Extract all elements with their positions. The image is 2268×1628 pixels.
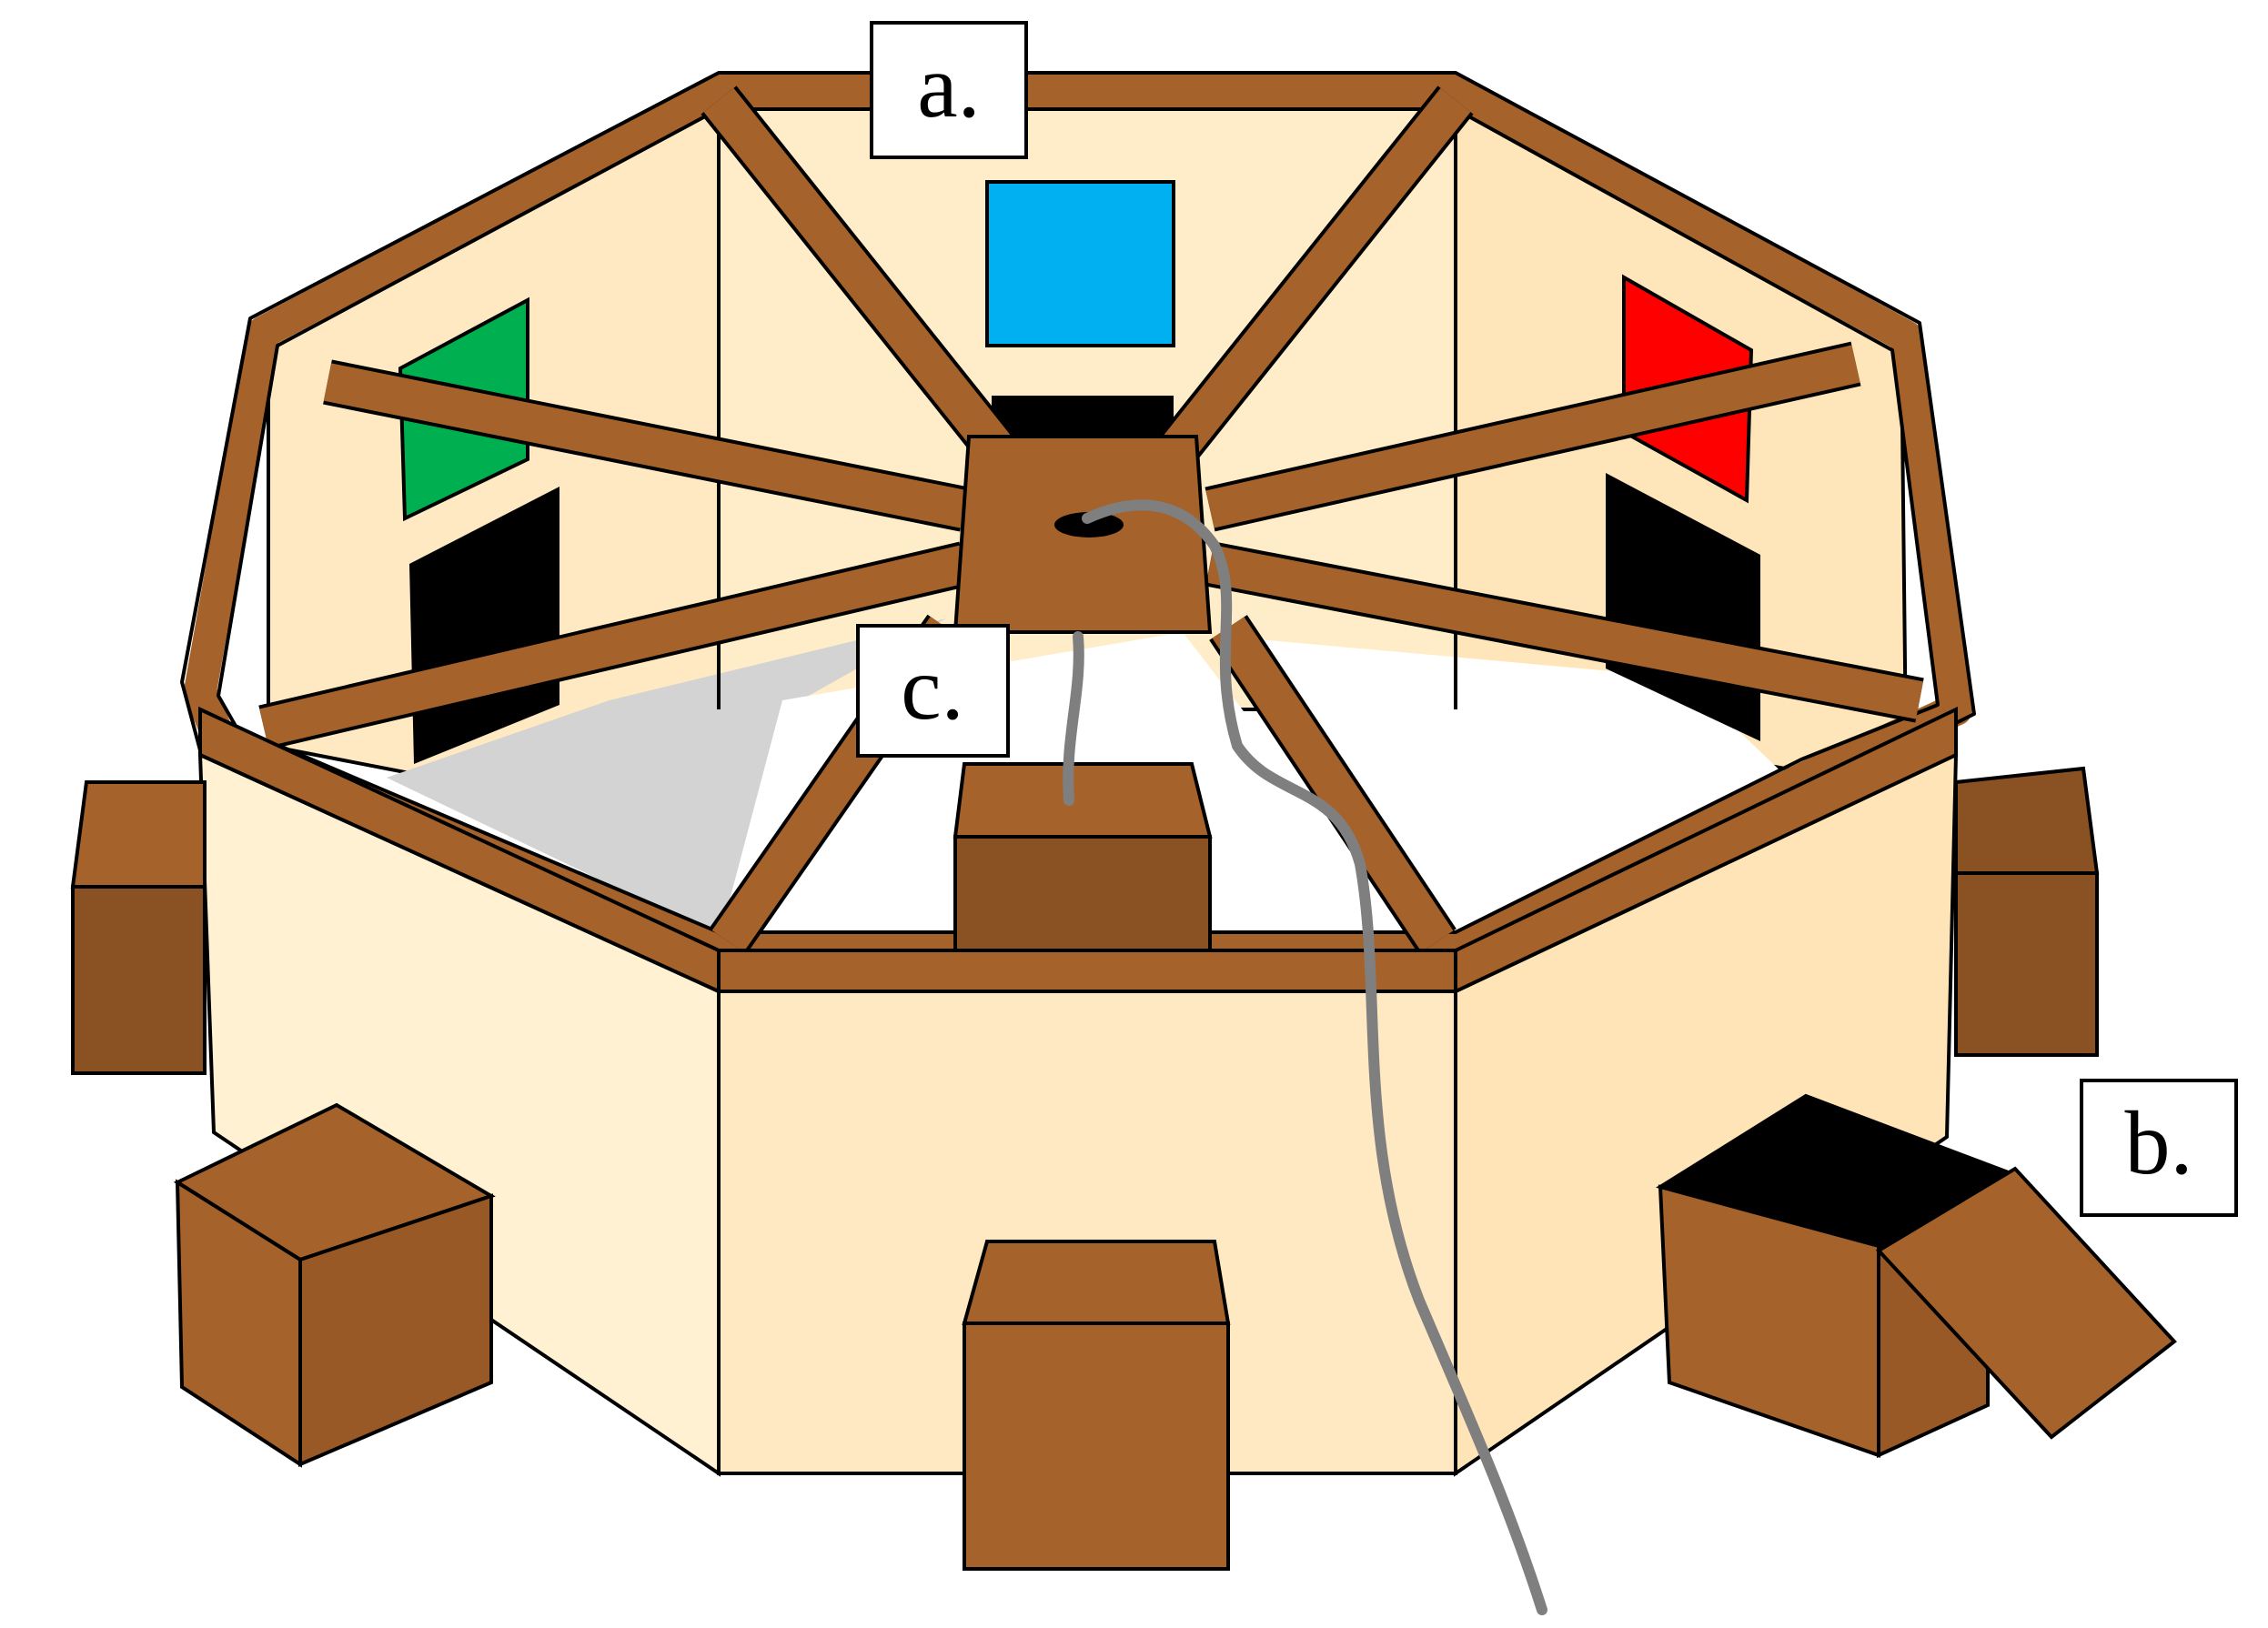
goal-box-open-right [1656,1093,2177,1459]
frame-spokes [258,85,1924,955]
doorway-center [992,396,1174,437]
blue-square-cue [985,180,1175,347]
arm-floor-shadow [387,618,946,937]
goal-box-front-left [173,1102,496,1468]
camera-cable [1082,499,1547,1615]
label-b-text: b. [2125,1092,2193,1193]
goal-box-front-center [962,1240,1231,1571]
goal-box-far-right [1954,766,2100,1057]
label-b: b. [2080,1079,2238,1217]
goal-box-far-left [70,780,207,1075]
label-c: c. [856,624,1010,758]
label-a: a. [870,21,1028,159]
hub-hole [1054,512,1124,538]
start-box-cable [1063,631,1084,806]
start-box-inner [953,762,1213,952]
goal-box-lid [1875,1166,2177,1440]
outer-walls [197,751,1959,1477]
label-a-text: a. [917,35,980,136]
label-c-text: c. [901,638,963,739]
top-frame-rim-outline-inner [217,107,1940,934]
